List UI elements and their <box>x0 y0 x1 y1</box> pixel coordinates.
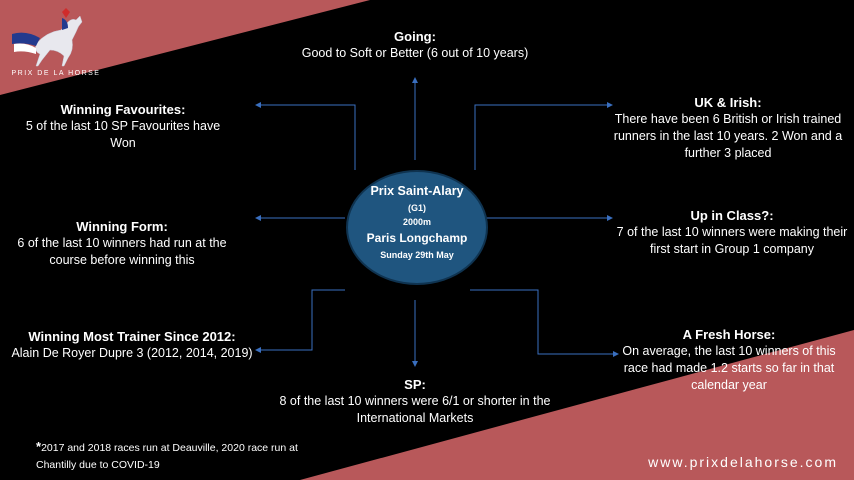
sp-heading: SP: <box>404 377 426 392</box>
uk-irish-block: UK & Irish: There have been 6 British or… <box>612 94 844 162</box>
going-block: Going: Good to Soft or Better (6 out of … <box>280 28 550 62</box>
fresh-horse-text: On average, the last 10 winners of this … <box>622 344 836 392</box>
fresh-horse-heading: A Fresh Horse: <box>682 327 776 342</box>
uk-irish-text: There have been 6 British or Irish train… <box>613 112 843 160</box>
sp-block: SP: 8 of the last 10 winners were 6/1 or… <box>260 376 570 427</box>
winning-favourites-block: Winning Favourites: 5 of the last 10 SP … <box>14 101 232 152</box>
going-text: Good to Soft or Better (6 out of 10 year… <box>301 46 529 60</box>
race-date: Sunday 29th May <box>380 250 454 260</box>
website-url[interactable]: www.prixdelahorse.com <box>648 454 838 470</box>
race-distance: 2000m <box>402 217 432 227</box>
winning-form-text: 6 of the last 10 winners had run at the … <box>17 236 227 267</box>
race-hub: Prix Saint-Alary (G1) 2000m Paris Longch… <box>346 170 488 285</box>
winning-form-heading: Winning Form: <box>76 219 168 234</box>
sp-text: 8 of the last 10 winners were 6/1 or sho… <box>279 394 551 425</box>
fresh-horse-block: A Fresh Horse: On average, the last 10 w… <box>614 326 844 394</box>
footnote-text: 2017 and 2018 races run at Deauville, 20… <box>36 442 298 471</box>
uk-irish-heading: UK & Irish: <box>694 95 762 110</box>
race-grade: (G1) <box>408 203 426 213</box>
winning-form-block: Winning Form: 6 of the last 10 winners h… <box>4 218 240 269</box>
race-title: Prix Saint-Alary <box>370 184 464 198</box>
winning-trainer-block: Winning Most Trainer Since 2012: Alain D… <box>2 328 262 362</box>
winning-favourites-heading: Winning Favourites: <box>60 102 186 117</box>
logo-text: PRIX DE LA HORSE <box>11 70 101 77</box>
winning-trainer-heading: Winning Most Trainer Since 2012: <box>28 329 236 344</box>
winning-favourites-text: 5 of the last 10 SP Favourites have Won <box>25 119 221 150</box>
up-in-class-block: Up in Class?: 7 of the last 10 winners w… <box>614 207 850 258</box>
up-in-class-text: 7 of the last 10 winners were making the… <box>616 225 848 256</box>
footnote: *2017 and 2018 races run at Deauville, 2… <box>36 438 336 474</box>
brand-logo[interactable]: PRIX DE LA HORSE <box>6 4 99 84</box>
up-in-class-heading: Up in Class?: <box>690 208 774 223</box>
race-venue: Paris Longchamp <box>366 231 468 245</box>
going-heading: Going: <box>394 29 436 44</box>
horse-logo-icon <box>12 8 83 67</box>
winning-trainer-text: Alain De Royer Dupre 3 (2012, 2014, 2019… <box>11 346 253 360</box>
footnote-star: * <box>36 439 42 454</box>
